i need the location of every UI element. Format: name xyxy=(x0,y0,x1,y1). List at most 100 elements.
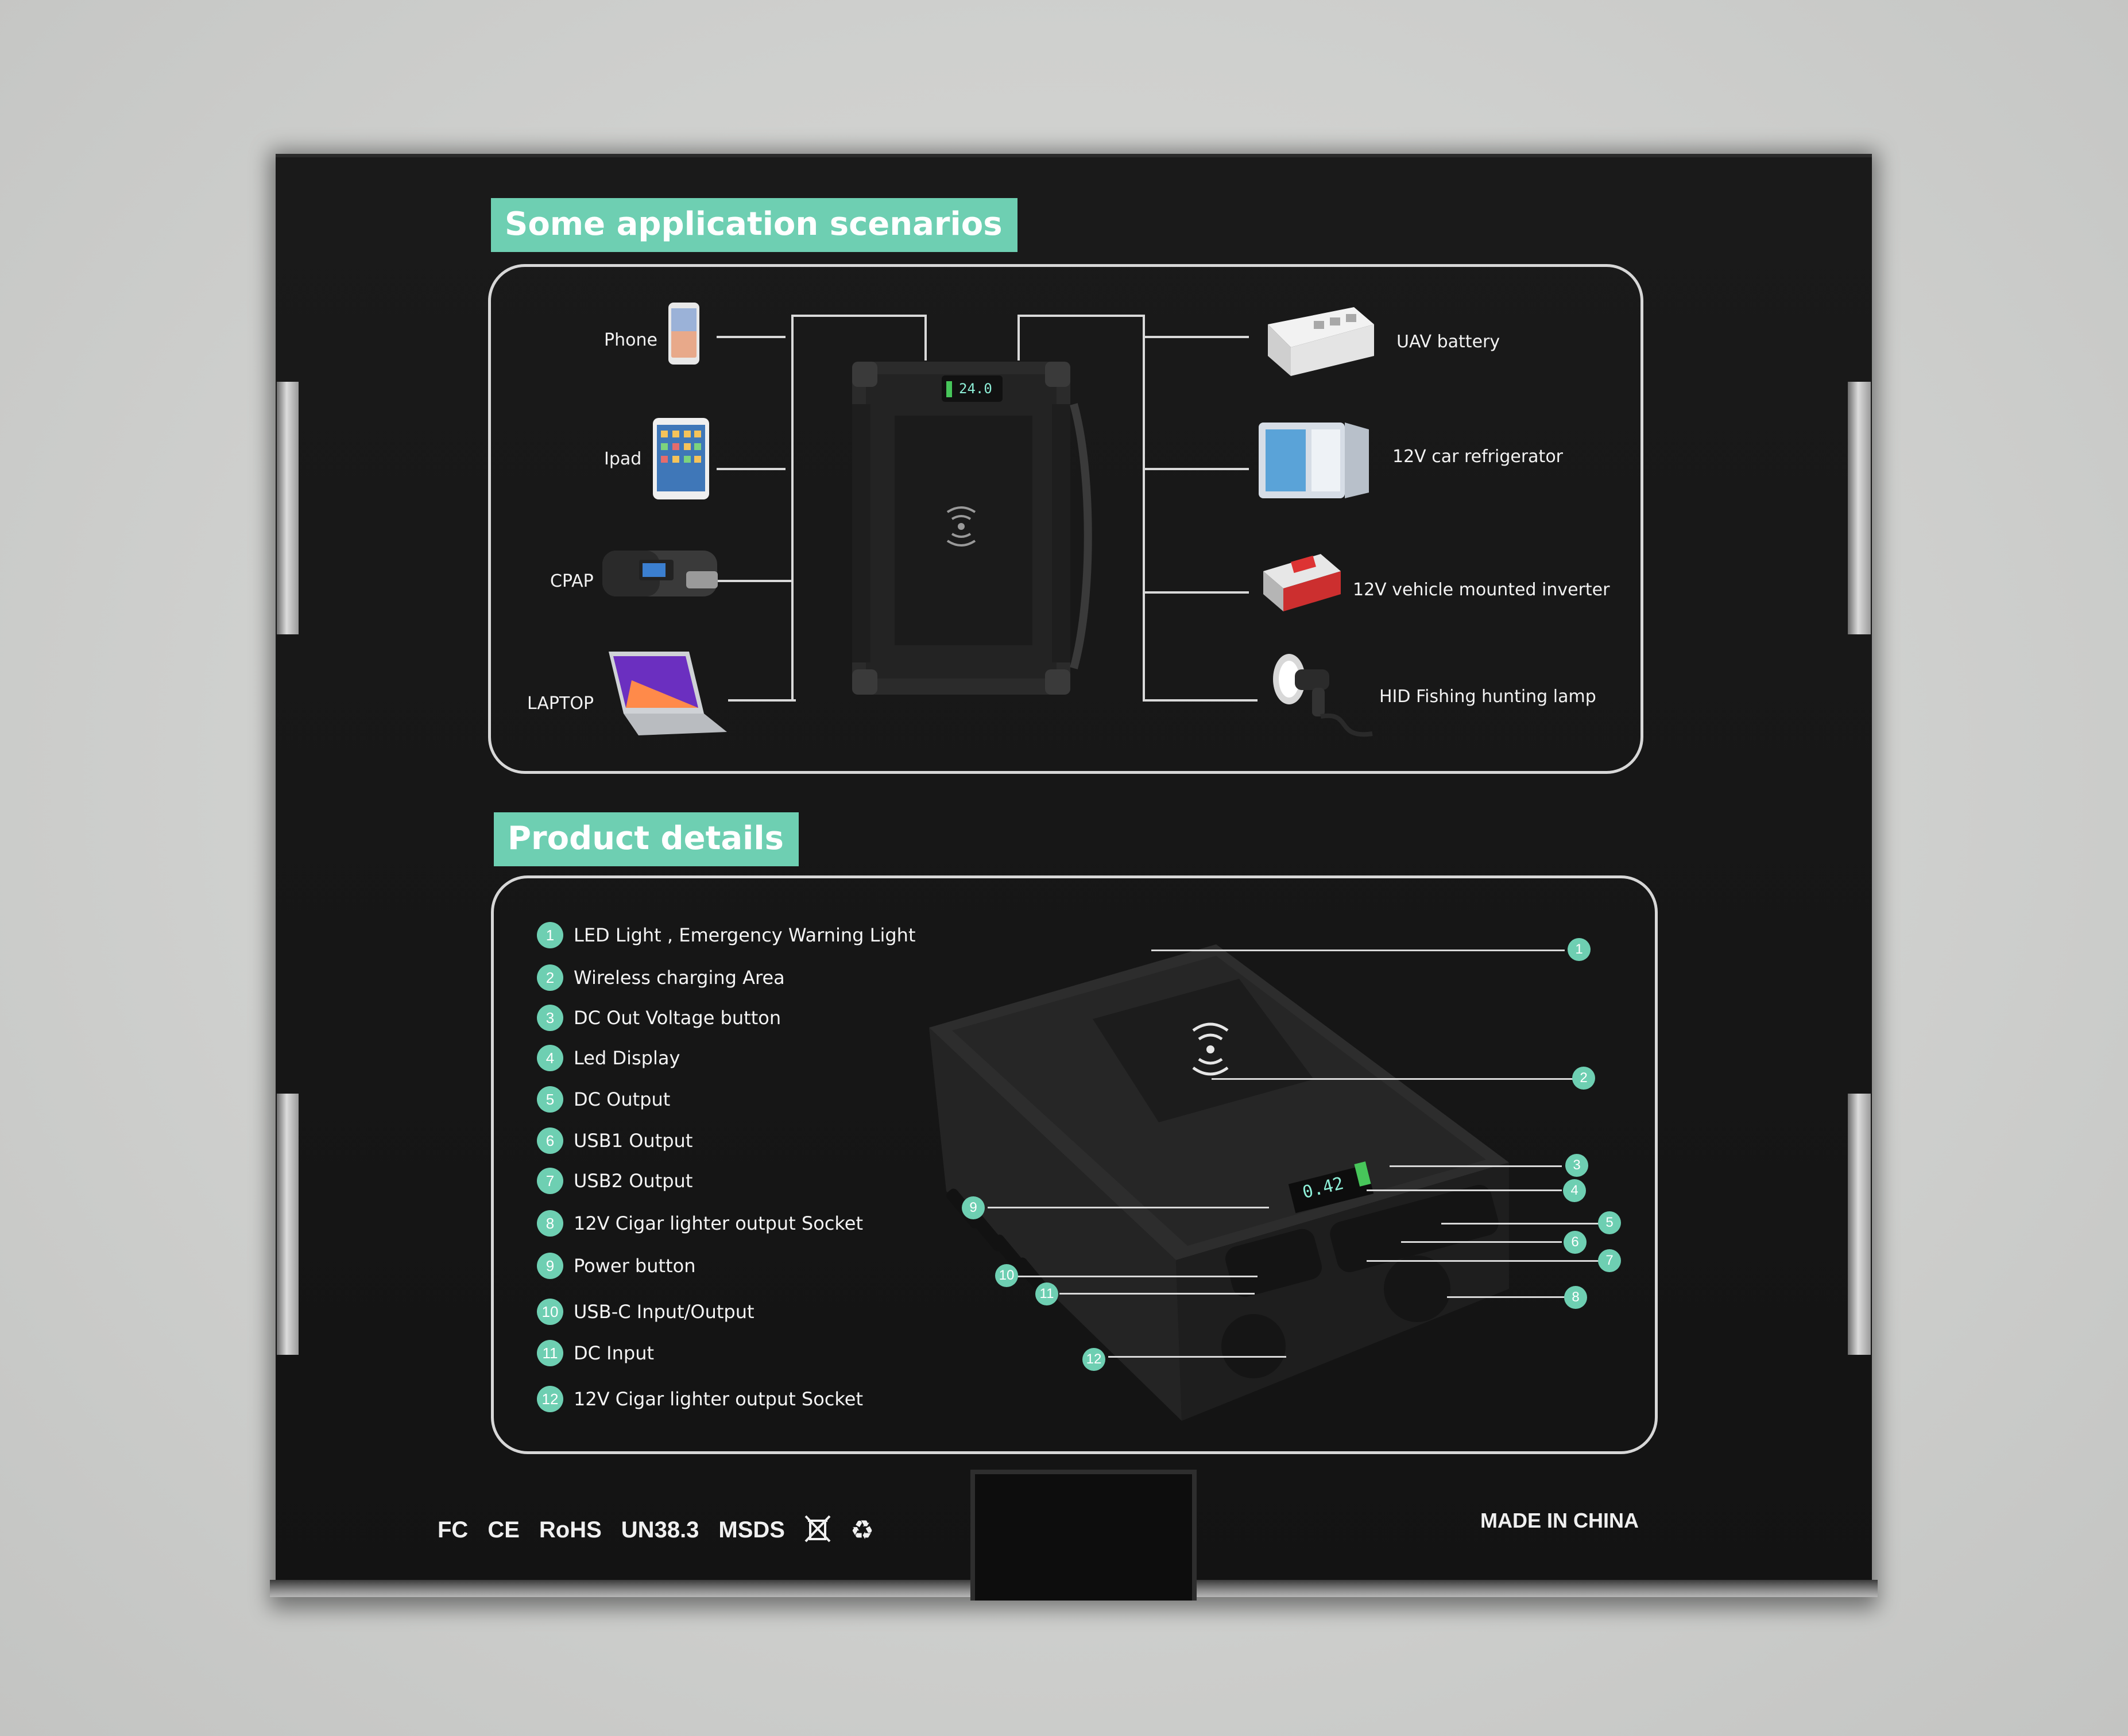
scenario-display-reading: 24.0 xyxy=(959,381,992,397)
callout-6: 6 xyxy=(1564,1231,1587,1254)
item-number: 1 xyxy=(537,922,563,948)
callout-line xyxy=(988,1207,1269,1208)
callout-line xyxy=(1367,1260,1602,1262)
right-flap-upper xyxy=(1848,382,1871,634)
item-text: DC Input xyxy=(574,1342,655,1364)
details-panel xyxy=(491,875,1658,1454)
left-flap-upper xyxy=(277,382,299,634)
details-title: Product details xyxy=(494,812,799,866)
callout-line xyxy=(1441,1223,1602,1224)
ipad-image xyxy=(653,418,709,499)
item-text: Wireless charging Area xyxy=(574,967,785,989)
item-text: USB-C Input/Output xyxy=(574,1301,755,1323)
item-number: 7 xyxy=(537,1168,563,1194)
device-label-lamp: HID Fishing hunting lamp xyxy=(1379,687,1596,707)
rohs-mark: RoHS xyxy=(539,1517,602,1543)
list-item: 10 USB-C Input/Output xyxy=(537,1297,755,1326)
item-text: USB2 Output xyxy=(574,1170,693,1192)
list-item: 9 Power button xyxy=(537,1251,695,1280)
item-number: 6 xyxy=(537,1127,563,1154)
callout-line xyxy=(1016,1276,1258,1277)
wire xyxy=(717,580,794,582)
ce-mark: CE xyxy=(487,1517,520,1543)
device-label-laptop: LAPTOP xyxy=(527,693,594,714)
item-number: 9 xyxy=(537,1253,563,1279)
power-station-front-image xyxy=(852,362,1092,695)
item-number: 8 xyxy=(537,1210,563,1237)
list-item: 1 LED Light , Emergency Warning Light xyxy=(537,921,915,950)
callout-3: 3 xyxy=(1565,1154,1588,1177)
msds-mark: MSDS xyxy=(718,1517,785,1543)
callout-12: 12 xyxy=(1082,1348,1105,1371)
item-number: 10 xyxy=(537,1299,563,1325)
recycle-icon: ♻ xyxy=(850,1514,875,1545)
wire xyxy=(1017,315,1020,361)
callout-9: 9 xyxy=(962,1196,985,1219)
un383-mark: UN38.3 xyxy=(621,1517,699,1543)
uav-battery-image xyxy=(1268,307,1374,376)
box-notch xyxy=(970,1470,1197,1601)
callout-7: 7 xyxy=(1598,1249,1621,1272)
weee-bin-icon xyxy=(804,1515,831,1543)
device-label-cpap: CPAP xyxy=(550,571,594,591)
device-label-fridge: 12V car refrigerator xyxy=(1392,447,1564,467)
item-text: DC Output xyxy=(574,1088,671,1110)
left-flap-lower xyxy=(277,1094,299,1355)
cpap-image xyxy=(602,551,718,596)
wire xyxy=(924,315,927,361)
callout-4: 4 xyxy=(1563,1179,1586,1202)
item-text: LED Light , Emergency Warning Light xyxy=(574,924,916,946)
callout-line xyxy=(1447,1296,1573,1298)
callout-8: 8 xyxy=(1564,1286,1587,1309)
origin-label: MADE IN CHINA xyxy=(1480,1509,1639,1532)
car-refrigerator-image xyxy=(1259,423,1369,498)
item-number: 5 xyxy=(537,1086,563,1113)
fc-mark: FC xyxy=(438,1517,469,1543)
phone-image xyxy=(668,303,699,365)
hunting-lamp-image xyxy=(1273,654,1373,737)
wire xyxy=(1017,315,1143,317)
list-item: 12 12V Cigar lighter output Socket xyxy=(537,1385,863,1413)
item-text: Led Display xyxy=(574,1047,680,1069)
item-text: USB1 Output xyxy=(574,1130,693,1152)
list-item: 5 DC Output xyxy=(537,1085,670,1114)
callout-10: 10 xyxy=(995,1264,1018,1287)
wire xyxy=(717,336,786,338)
device-label-phone: Phone xyxy=(604,330,657,350)
device-label-ipad: Ipad xyxy=(604,449,642,469)
list-item: 7 USB2 Output xyxy=(537,1167,692,1195)
callout-line xyxy=(1390,1165,1562,1167)
item-text: 12V Cigar lighter output Socket xyxy=(574,1388,864,1410)
device-label-inverter: 12V vehicle mounted inverter xyxy=(1353,580,1610,600)
scenarios-panel xyxy=(488,264,1643,774)
item-text: DC Out Voltage button xyxy=(574,1007,781,1029)
callout-11: 11 xyxy=(1035,1282,1058,1305)
callout-line xyxy=(1367,1189,1562,1191)
wire xyxy=(728,699,796,702)
device-label-uav: UAV battery xyxy=(1396,332,1500,352)
right-flap-lower xyxy=(1848,1094,1871,1355)
list-item: 2 Wireless charging Area xyxy=(537,963,785,992)
list-item: 3 DC Out Voltage button xyxy=(537,1003,781,1032)
wire xyxy=(1143,315,1145,700)
callout-2: 2 xyxy=(1572,1067,1595,1090)
callout-5: 5 xyxy=(1598,1211,1621,1234)
wire xyxy=(1143,699,1258,702)
laptop-image xyxy=(609,652,727,735)
item-number: 4 xyxy=(537,1045,563,1071)
item-text: Power button xyxy=(574,1255,696,1277)
wire xyxy=(1143,336,1249,338)
scenarios-title: Some application scenarios xyxy=(491,198,1017,252)
wire xyxy=(791,315,926,317)
item-number: 3 xyxy=(537,1005,563,1031)
callout-line xyxy=(1059,1293,1255,1295)
wire xyxy=(717,468,786,470)
vehicle-inverter-image xyxy=(1263,554,1341,611)
item-number: 12 xyxy=(537,1386,563,1412)
callout-line xyxy=(1212,1078,1579,1080)
cert-marks: FC CE RoHS UN38.3 MSDS ♻ xyxy=(438,1514,874,1545)
item-number: 2 xyxy=(537,964,563,991)
callout-line xyxy=(1108,1356,1286,1358)
wire xyxy=(791,315,794,702)
